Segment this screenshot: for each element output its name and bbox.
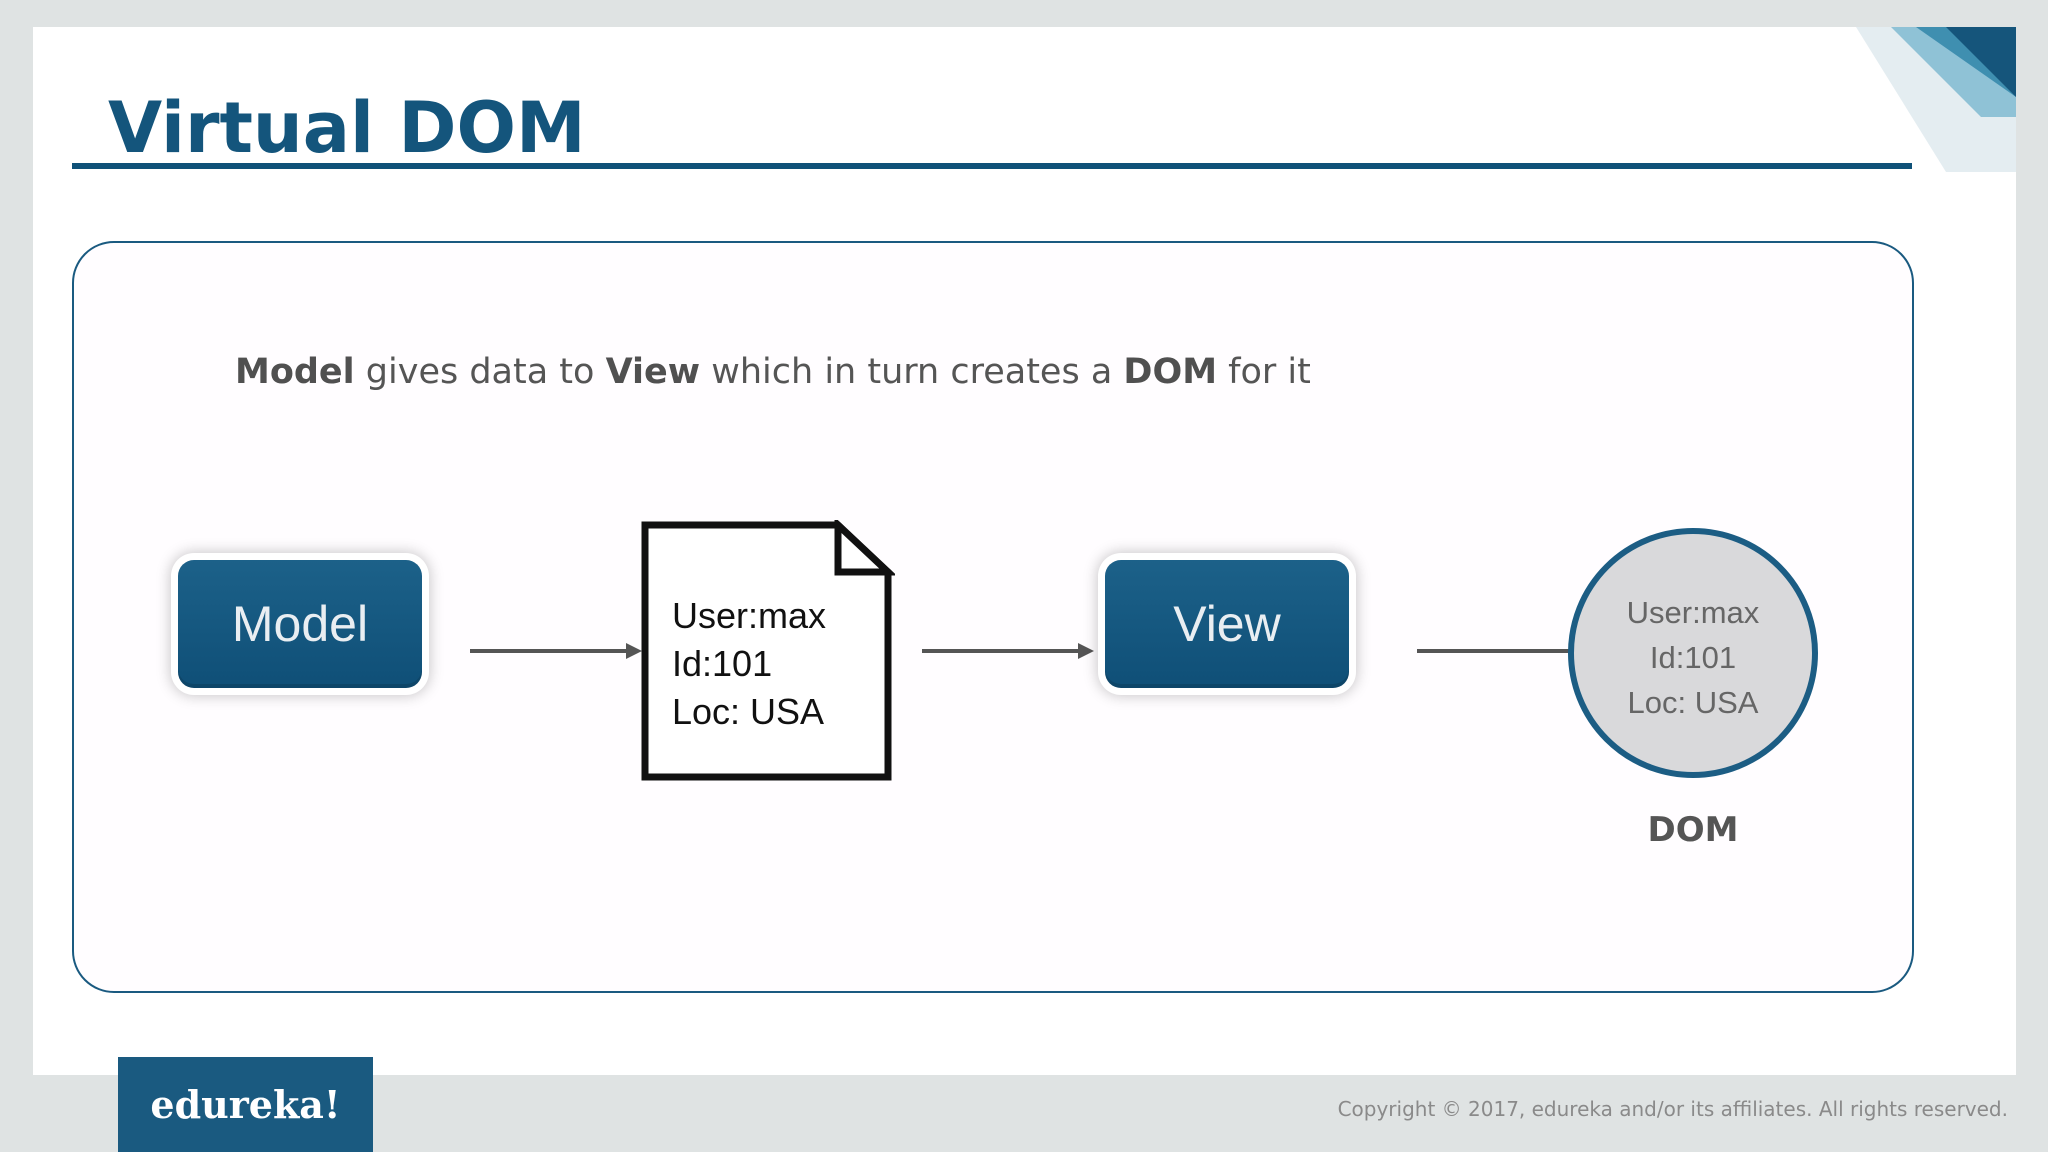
dom-id: Id:101 xyxy=(1649,640,1737,675)
document-icon xyxy=(641,520,895,781)
caption-text-3: for it xyxy=(1217,352,1311,392)
dom-content: User:max Id:101 Loc: USA xyxy=(1568,590,1818,725)
document-user: User:max xyxy=(672,595,827,636)
corner-decoration xyxy=(1856,27,2016,172)
caption-model: Model xyxy=(235,352,355,392)
title-divider xyxy=(72,163,1912,169)
copyright-notice: Copyright © 2017, edureka and/or its aff… xyxy=(1337,1097,2008,1121)
caption-view: View xyxy=(605,352,701,392)
diagram-caption: Model gives data to View which in turn c… xyxy=(235,352,1311,392)
page-title: Virtual DOM xyxy=(108,87,586,169)
model-label: Model xyxy=(231,596,369,652)
document-location: Loc: USA xyxy=(672,691,825,732)
dom-user: User:max xyxy=(1626,595,1760,630)
dom-label: DOM xyxy=(1647,810,1739,850)
view-label: View xyxy=(1173,596,1281,652)
arrow-model-to-document xyxy=(470,643,642,659)
brand-logo: edureka! xyxy=(118,1057,373,1152)
caption-text-2: which in turn creates a xyxy=(700,352,1124,392)
caption-text-1: gives data to xyxy=(354,352,606,392)
arrow-document-to-view xyxy=(922,643,1094,659)
view-node: View xyxy=(1105,560,1349,688)
arrow-view-to-dom xyxy=(1417,643,1589,659)
document-content: User:max Id:101 Loc: USA xyxy=(672,592,826,736)
caption-dom: DOM xyxy=(1123,352,1218,392)
document-id: Id:101 xyxy=(672,643,773,684)
model-node: Model xyxy=(178,560,422,688)
dom-node xyxy=(1568,528,1818,778)
dom-location: Loc: USA xyxy=(1627,685,1759,720)
brand-name: edureka! xyxy=(150,1082,341,1127)
